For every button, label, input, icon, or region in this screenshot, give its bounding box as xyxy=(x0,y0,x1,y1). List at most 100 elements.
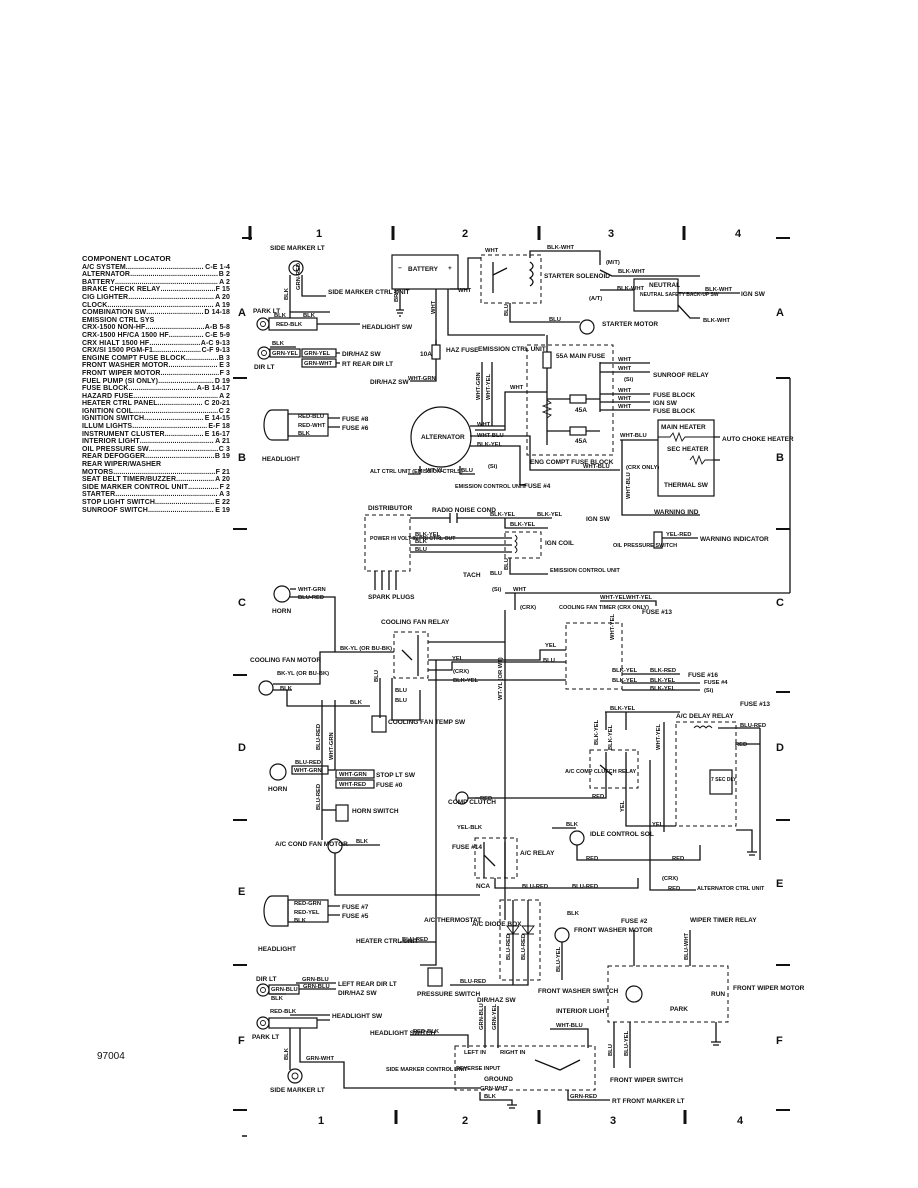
ac-thermostat-label: A/C THERMOSTAT xyxy=(424,917,481,924)
row-label-left-a: A xyxy=(238,307,246,319)
headlight-2-label: HEADLIGHT xyxy=(258,946,296,953)
left-rear-dir-lt-label: LEFT REAR DIR LT xyxy=(338,981,397,988)
wire-label: BLK xyxy=(284,287,290,300)
fuse-14-label: FUSE #14 xyxy=(452,844,482,851)
locator-item-name: STARTER xyxy=(82,491,116,499)
interior-light-label: INTERIOR LIGHT xyxy=(556,1008,608,1015)
left-in-label: LEFT IN xyxy=(464,1050,486,1056)
wire-label: BLU-RED xyxy=(298,595,324,601)
wire-label: WHT xyxy=(477,422,491,428)
fuse-45a-upper-label: 45A xyxy=(575,407,587,414)
locator-item: REAR WIPER/WASHER xyxy=(82,461,230,469)
locator-item-name: INSTRUMENT CLUSTER xyxy=(82,430,165,438)
locator-item-name: CRX-1500 NON-HF xyxy=(82,324,146,332)
neutral-safety-sw: (M/T) BLK-WHT (A/T) BLK-WHT NEUTRAL NEUT… xyxy=(589,260,766,324)
wire-label: BLU-RED xyxy=(572,884,598,890)
row-label-right-e: E xyxy=(776,878,783,890)
dir-lt-bottom-label: DIR LT xyxy=(256,976,276,983)
horn-bottom: HORN BLU-RED WHT-GRN WHT-GRN WHT-RED STO… xyxy=(268,700,416,840)
locator-item-name: ILLUM LIGHTS xyxy=(82,423,133,431)
locator-item-name: FUSE BLOCK xyxy=(82,385,129,393)
sec-heater-resistor-icon xyxy=(689,454,714,466)
wire-label: GRN-YEL xyxy=(272,351,299,357)
wire-label: BLK-YEL xyxy=(477,442,503,448)
wire-label: BLK-WHT xyxy=(618,269,646,275)
wire-label: BLU-RED xyxy=(521,934,527,960)
wire-label: BLK-WHT xyxy=(617,286,645,292)
row-label-left-c: C xyxy=(238,597,246,609)
locator-item: STARTERA 3 xyxy=(82,491,230,499)
wire-label: BLK-WHT xyxy=(703,318,731,324)
horn-2-icon xyxy=(269,763,287,781)
column-label-top-1: 1 xyxy=(316,228,322,240)
run-label: RUN xyxy=(711,991,725,998)
fuse-13-b-label: FUSE #13 xyxy=(740,701,770,708)
wire-label: BLU xyxy=(461,468,473,474)
locator-item-code: C-E 1-4 xyxy=(205,263,230,271)
battery: BATTERY − + BRN WHT WHT xyxy=(391,254,545,345)
wire-label: WHT-BLU xyxy=(620,433,647,439)
wire-label: BLK xyxy=(274,313,287,319)
locator-item: INSTRUMENT CLUSTER E 16-17 xyxy=(82,431,230,439)
wire-label: RED xyxy=(586,856,598,862)
locator-item-name: STOP LIGHT SWITCH xyxy=(82,499,155,506)
emission-control-unit-label-2: EMISSION CONTROL UNIT xyxy=(550,568,621,574)
wire-label: BLK xyxy=(415,539,428,545)
wire-label: YEL xyxy=(620,800,626,812)
locator-item: CRX-1500 NON-HFA-B 5-8 xyxy=(82,324,230,332)
emission-control-unit-label: EMISSION CONTROL UNIT xyxy=(455,484,526,490)
wire-label: GRN-BLU xyxy=(479,1003,485,1030)
diagram-id: 97004 xyxy=(97,1051,125,1062)
fuse-45a-lower-label: 45A xyxy=(575,438,587,445)
locator-item-code: E 22 xyxy=(215,499,230,506)
ac-thermostat-diode: A/C THERMOSTAT HEATER CTRL UNIT BLU-RED … xyxy=(356,660,541,998)
wire-label: BLU-RED xyxy=(402,937,428,943)
locator-item-code: F 3 xyxy=(219,369,230,377)
wire-label: WHT xyxy=(618,396,632,402)
wire-label: BLK-YEL xyxy=(453,678,479,684)
wire-label: BLU-RED xyxy=(740,723,766,729)
locator-item-name: INTERIOR LIGHT xyxy=(82,438,140,446)
locator-item-code: C 2 xyxy=(218,407,230,415)
ac-cond-fan-motor-label: A/C COND FAN MOTOR xyxy=(275,841,348,848)
front-washer-motor-label: FRONT WASHER MOTOR xyxy=(574,927,653,934)
crx-only-label: (CRX ONLY) xyxy=(626,465,659,471)
locator-item: EMISSION CTRL SYS xyxy=(82,317,230,325)
ign-sw-label: IGN SW xyxy=(741,291,766,298)
cooling-fan-temp-sw-label: COOLING FAN TEMP SW xyxy=(388,719,466,726)
locator-item: IGNITION SWITCHE 14-15 xyxy=(82,415,230,423)
locator-item-name: ENGINE COMPT FUSE BLOCK xyxy=(82,354,186,362)
wire-label: BLK xyxy=(298,431,311,437)
emission-ctrl-unit-label: EMISSION CTRL UNIT xyxy=(478,346,546,353)
ac-delay-relay-label: A/C DELAY RELAY xyxy=(676,713,734,720)
si-label: (Si) xyxy=(624,377,633,383)
locator-item-code: E 16-17 xyxy=(204,430,230,438)
alternator-icon xyxy=(410,406,472,468)
wire-label: BLU-WHT xyxy=(684,932,690,960)
crx-label-3: (CRX) xyxy=(662,876,678,882)
dir-haz-sw-2-label: DIR/HAZ SW xyxy=(370,379,410,386)
rt-rear-dir-lt-label: RT REAR DIR LT xyxy=(342,361,393,368)
wire-label: WHT xyxy=(458,288,472,294)
wire-label: GRN-BLU xyxy=(271,987,298,993)
haz-fuse-rating: 10A xyxy=(420,351,432,358)
eng-compt-fuse-block-label: ENG COMPT FUSE BLOCK xyxy=(530,459,614,466)
wire-label: BLU xyxy=(543,658,555,664)
nca-label: NCA xyxy=(476,883,490,890)
locator-item: ILLUM LIGHTSE-F 18 xyxy=(82,423,230,431)
ground-icon xyxy=(507,1104,517,1109)
wire-label: BLK-YEL xyxy=(650,686,676,692)
headlight-icon xyxy=(263,409,289,441)
wire-label: BK-YL (OR BU-BK) xyxy=(277,671,329,677)
right-in-label: RIGHT IN xyxy=(500,1050,525,1056)
warning-indicator-label: WARNING INDICATOR xyxy=(700,536,769,543)
pressure-switch-label: PRESSURE SWITCH xyxy=(417,991,481,998)
park-lt-label: PARK LT xyxy=(253,308,280,315)
wire-label: WHT xyxy=(618,366,632,372)
wire-label: BLU-RED xyxy=(506,934,512,960)
wire-label: WHT-BLU xyxy=(626,472,632,499)
wire-label: YEL-BLK xyxy=(457,825,483,831)
wire-label: RED xyxy=(668,886,680,892)
